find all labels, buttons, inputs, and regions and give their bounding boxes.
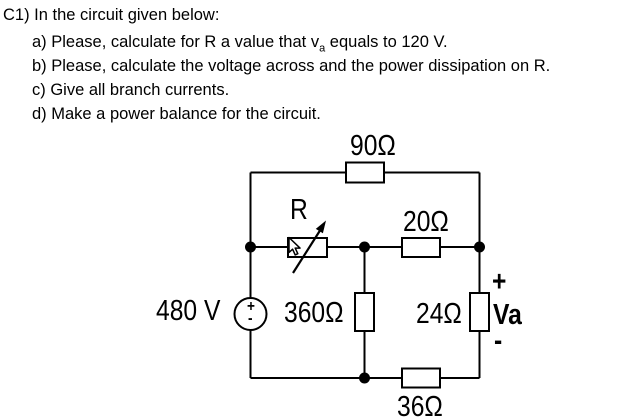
problem-heading: C1) In the circuit given below: (3, 6, 220, 24)
source-voltage-label: 480 V (156, 295, 221, 327)
resistor-20-label: 20Ω (403, 206, 449, 238)
mouse-pointer-icon (288, 236, 301, 256)
resistor-90-label: 90Ω (350, 130, 396, 162)
problem-statement: C1) In the circuit given below: a) Pleas… (3, 3, 550, 126)
source-plus-sign: + (247, 298, 255, 315)
problem-item-a-prefix: a) Please, calculate for R a value that … (32, 33, 320, 51)
variable-resistor-arrow (292, 229, 321, 274)
junction-dot (359, 241, 370, 253)
junction-dot (359, 372, 370, 384)
source-minus-sign: - (248, 310, 253, 327)
va-minus-sign: - (494, 325, 503, 357)
resistor-360-label: 360Ω (284, 297, 344, 329)
problem-item-b: b) Please, calculate the voltage across … (32, 57, 551, 75)
resistor-36-body (401, 367, 441, 389)
voltage-source-symbol (233, 297, 268, 331)
resistor-20-body (401, 237, 441, 258)
resistor-24-body (469, 292, 490, 332)
problem-item-c: c) Give all branch currents. (32, 81, 230, 99)
resistor-36-label: 36Ω (397, 391, 443, 420)
variable-resistor-arrowhead (315, 220, 326, 234)
problem-item-d: d) Make a power balance for the circuit. (32, 105, 321, 123)
problem-item-a: a) Please, calculate for R a value that … (32, 30, 550, 54)
resistor-360-body (354, 292, 375, 332)
junction-dot (474, 241, 485, 253)
va-label: Va (493, 299, 522, 331)
va-plus-sign: + (492, 266, 507, 298)
resistor-90-body (345, 161, 385, 184)
problem-item-a-suffix: equals to 120 V. (325, 33, 448, 51)
circuit-wires (249, 171, 481, 379)
resistor-R-label: R (290, 194, 308, 226)
resistor-24-label: 24Ω (416, 298, 462, 330)
va-subscript: a (319, 42, 326, 55)
junction-dot (245, 241, 256, 253)
